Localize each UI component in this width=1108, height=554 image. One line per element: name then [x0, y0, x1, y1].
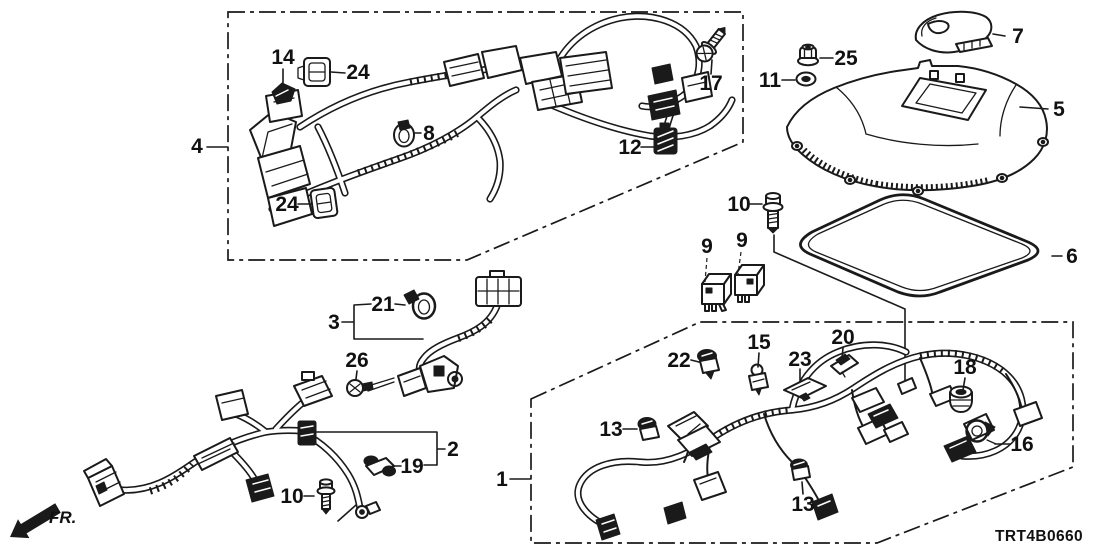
part-label-14: 14 — [271, 46, 295, 69]
part-label-7: 7 — [1012, 25, 1024, 48]
clip-22-drawing — [697, 349, 720, 380]
relay-9-drawing-b — [734, 264, 765, 303]
clip-15-drawing — [748, 363, 769, 396]
harness-2-drawing — [83, 371, 381, 519]
nut-25-drawing — [797, 43, 819, 67]
cover-5-serration — [801, 147, 877, 188]
clip-16-drawing — [965, 419, 997, 445]
part-label-3: 3 — [328, 311, 340, 334]
diagram-code: TRT4B0660 — [995, 528, 1083, 545]
part-labels: 4 14 24 8 24 17 12 25 11 7 5 6 10 9 9 3 … — [191, 25, 1078, 516]
part-label-2: 2 — [447, 438, 459, 461]
part-label-23: 23 — [788, 348, 811, 371]
part-label-24b: 24 — [275, 193, 299, 216]
cover-7-drawing — [914, 10, 993, 54]
clip-19-drawing — [363, 455, 396, 477]
relay-9-drawing-a — [701, 273, 732, 312]
panel-outline-harness-4 — [227, 11, 744, 261]
part-label-15: 15 — [747, 331, 771, 354]
front-direction-arrow-icon — [10, 503, 61, 539]
part-label-22: 22 — [667, 349, 690, 372]
part-label-26: 26 — [345, 349, 368, 372]
clip-13-drawing-a — [637, 417, 660, 441]
leader-bolt-10b-terminal — [337, 504, 357, 522]
grommet-18-drawing — [949, 385, 973, 413]
cover-5-drawing — [786, 59, 1049, 196]
retainer-24-top-drawing — [297, 57, 331, 87]
part-label-17: 17 — [699, 72, 722, 95]
harness-3-drawing — [397, 270, 522, 397]
clip-13-drawing-b — [790, 458, 811, 481]
bracket-23-drawing — [783, 377, 827, 402]
clamp-20-drawing — [830, 353, 859, 378]
part-label-12: 12 — [618, 136, 641, 159]
part-label-8: 8 — [423, 122, 435, 145]
part-label-13a: 13 — [599, 418, 622, 441]
clamp-21-drawing — [403, 289, 437, 320]
part-label-9b: 9 — [736, 229, 748, 252]
front-direction-label: FR. — [49, 508, 76, 527]
part-label-6: 6 — [1066, 245, 1078, 268]
clip-14-drawing — [271, 82, 296, 105]
part-label-10b: 10 — [280, 485, 303, 508]
part-label-1: 1 — [496, 468, 508, 491]
bolt-17-drawing — [695, 26, 727, 63]
part-label-18: 18 — [953, 356, 977, 379]
bolt-10-drawing-b — [316, 478, 336, 515]
part-label-11: 11 — [759, 69, 782, 92]
retainer-24-bottom-drawing — [309, 186, 339, 220]
clamp-8-drawing — [393, 119, 415, 148]
leader-lines — [206, 33, 1063, 497]
part-label-24a: 24 — [346, 61, 370, 84]
bolt-26-drawing — [346, 379, 374, 397]
part-label-4: 4 — [191, 135, 203, 158]
front-direction-marker: FR. — [10, 503, 76, 539]
part-label-20: 20 — [831, 326, 854, 349]
connector-12-drawing — [653, 122, 678, 155]
harness-1-stay-bracket — [897, 377, 917, 395]
part-label-16: 16 — [1010, 433, 1033, 456]
part-label-13b: 13 — [791, 493, 814, 516]
gasket-6-drawing — [799, 193, 1040, 298]
bolt-10-drawing-a — [762, 192, 784, 234]
part-label-25: 25 — [834, 47, 858, 70]
harness-4-drawing — [249, 12, 736, 227]
part-label-9a: 9 — [701, 235, 713, 258]
part-label-5: 5 — [1053, 98, 1065, 121]
leader-bolt-26 — [367, 377, 395, 392]
washer-11-drawing — [795, 71, 817, 87]
part-label-21: 21 — [371, 293, 395, 316]
part-label-19: 19 — [400, 455, 423, 478]
part-label-10a: 10 — [727, 193, 750, 216]
